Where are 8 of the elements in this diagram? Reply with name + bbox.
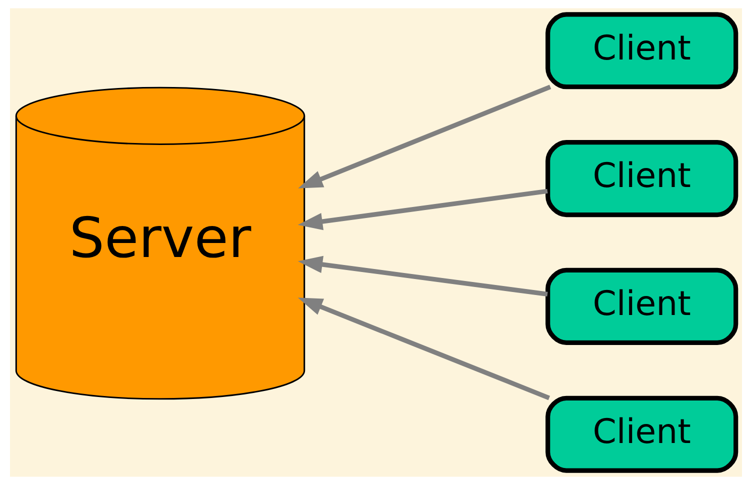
arrow: [298, 298, 550, 400]
node-box: Client: [546, 12, 738, 90]
arrow: [298, 188, 548, 230]
arrow: [298, 256, 548, 296]
node-box: Client: [546, 140, 738, 218]
node-box: Client: [546, 268, 738, 345]
node-box: Client: [546, 396, 738, 473]
arrow: [298, 84, 552, 188]
